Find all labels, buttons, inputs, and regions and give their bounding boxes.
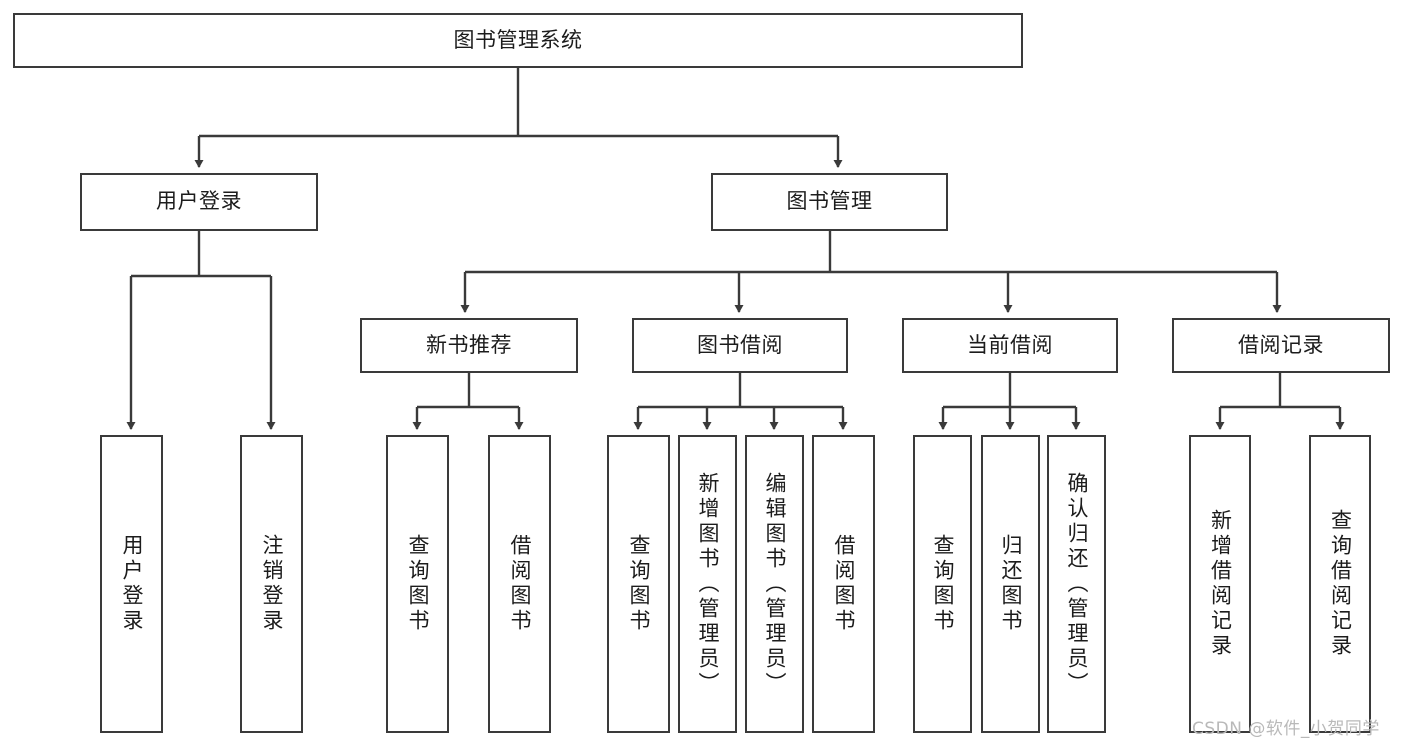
node-leaf-confirm-return-label: 确认归还（管理员） — [1065, 471, 1089, 697]
node-leaf-query-book-2-label: 查询图书 — [627, 534, 651, 634]
csdn-watermark: CSDN @软件_小贺同学 — [1192, 719, 1380, 739]
node-leaf-add-book[interactable]: 新增图书（管理员） — [678, 435, 737, 733]
node-leaf-user-login[interactable]: 用户登录 — [100, 435, 163, 733]
node-book-borrow[interactable]: 图书借阅 — [632, 318, 848, 373]
node-root-label: 图书管理系统 — [453, 27, 583, 52]
node-leaf-borrow-book-2[interactable]: 借阅图书 — [812, 435, 875, 733]
node-book-management-label: 图书管理 — [786, 189, 873, 214]
node-leaf-return-book[interactable]: 归还图书 — [981, 435, 1040, 733]
node-leaf-query-book-3[interactable]: 查询图书 — [913, 435, 972, 733]
node-leaf-query-record[interactable]: 查询借阅记录 — [1309, 435, 1371, 733]
node-leaf-return-book-label: 归还图书 — [999, 534, 1023, 634]
node-leaf-add-book-label: 新增图书（管理员） — [696, 471, 720, 697]
node-leaf-user-login-label: 用户登录 — [120, 534, 144, 634]
node-leaf-edit-book[interactable]: 编辑图书（管理员） — [745, 435, 804, 733]
node-leaf-borrow-book-1[interactable]: 借阅图书 — [488, 435, 551, 733]
node-book-management[interactable]: 图书管理 — [711, 173, 948, 231]
node-leaf-query-book-1-label: 查询图书 — [406, 534, 430, 634]
node-leaf-logout-login-label: 注销登录 — [260, 534, 284, 634]
node-leaf-edit-book-label: 编辑图书（管理员） — [763, 471, 787, 697]
node-new-book-recommend-label: 新书推荐 — [426, 332, 512, 357]
node-leaf-query-book-2[interactable]: 查询图书 — [607, 435, 670, 733]
node-user-login[interactable]: 用户登录 — [80, 173, 318, 231]
node-leaf-logout-login[interactable]: 注销登录 — [240, 435, 303, 733]
node-book-borrow-label: 图书借阅 — [697, 332, 783, 357]
node-current-borrow[interactable]: 当前借阅 — [902, 318, 1118, 373]
node-current-borrow-label: 当前借阅 — [967, 332, 1053, 357]
node-root[interactable]: 图书管理系统 — [13, 13, 1023, 68]
node-leaf-add-record[interactable]: 新增借阅记录 — [1189, 435, 1251, 733]
node-leaf-borrow-book-2-label: 借阅图书 — [832, 534, 856, 634]
node-new-book-recommend[interactable]: 新书推荐 — [360, 318, 578, 373]
node-leaf-query-book-3-label: 查询图书 — [931, 534, 955, 634]
node-borrow-record-label: 借阅记录 — [1238, 332, 1324, 357]
node-leaf-add-record-label: 新增借阅记录 — [1208, 509, 1233, 659]
node-leaf-borrow-book-1-label: 借阅图书 — [508, 534, 532, 634]
node-borrow-record[interactable]: 借阅记录 — [1172, 318, 1390, 373]
node-leaf-confirm-return[interactable]: 确认归还（管理员） — [1047, 435, 1106, 733]
node-leaf-query-record-label: 查询借阅记录 — [1328, 509, 1353, 659]
node-leaf-query-book-1[interactable]: 查询图书 — [386, 435, 449, 733]
node-user-login-label: 用户登录 — [156, 189, 242, 214]
